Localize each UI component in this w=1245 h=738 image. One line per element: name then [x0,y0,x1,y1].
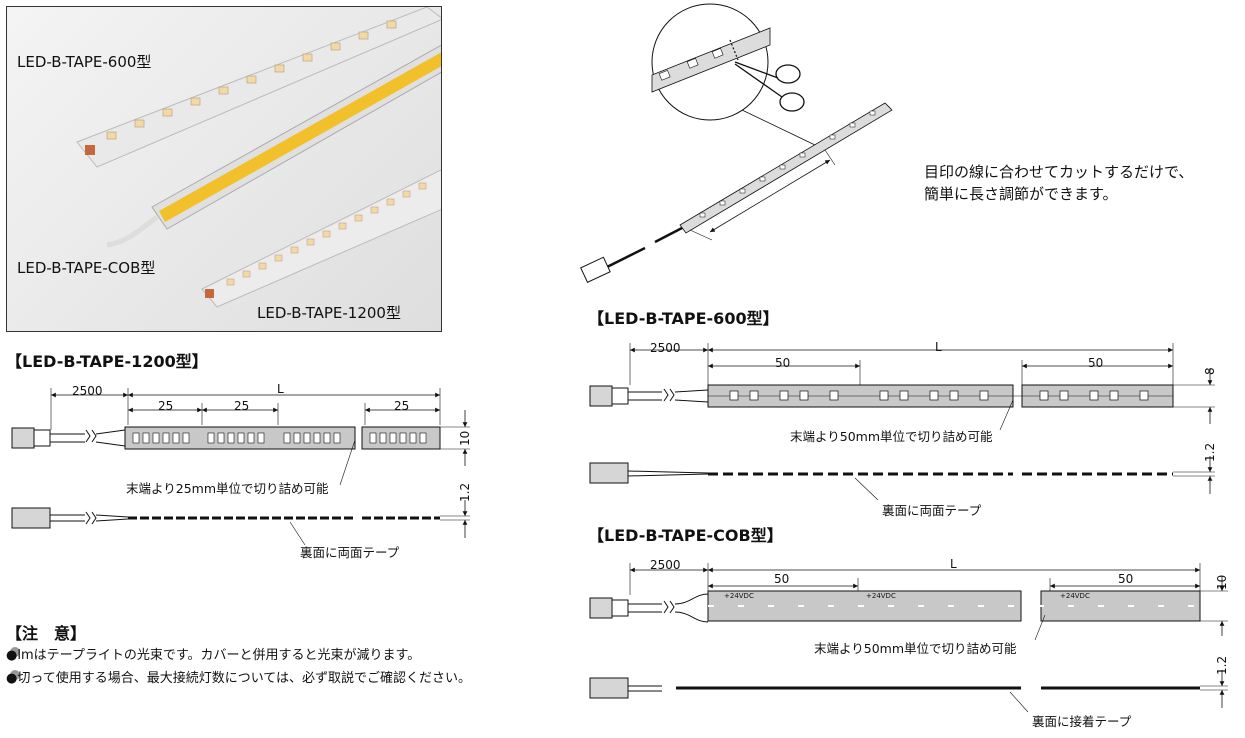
heading-1200: 【LED-B-TAPE-1200型】 [6,352,208,371]
note-1200-back: 裏面に両面テープ [300,545,400,560]
caution-item-1: ●lmはテープライトの光束です。カバーと併用すると光束が減ります。 [6,648,421,663]
strip-1200-photo [201,169,441,308]
dim-cob-thickness: 1.2 [1215,655,1229,675]
zoom-leader [741,109,816,146]
note-600-back: 裏面に両面テープ [882,503,982,518]
zoom-strip [651,27,771,93]
dim-1200-width: 10 [458,430,472,446]
caution-item-2: ●切って使用する場合、最大接続灯数については、必ず取説でご確認ください。 [6,671,472,686]
product-photo-panel: LED-B-TAPE-600型 LED-B-TAPE-COB型 LED-B-TA… [6,6,442,332]
strip-cob-cable [106,215,159,248]
dim-600-width: 8 [1203,367,1217,375]
strip-600-pad [85,145,95,155]
note-600-cut: 末端より50mm単位で切り詰め可能 [790,429,993,444]
cob-voltage-mark-3: +24VDC [1060,592,1090,600]
dim-600-seg-a: 50 [775,356,791,370]
cut-instruction-line1: 目印の線に合わせてカットするだけで、 [924,163,1194,181]
photo-label-cob: LED-B-TAPE-COB型 [17,259,156,277]
photo-label-600: LED-B-TAPE-600型 [17,53,152,71]
caution-bullet-2 [10,670,20,680]
drawing-600 [589,343,1215,501]
cut-connector [580,256,611,283]
strip-600-photo [76,7,441,168]
caution-bullet-1 [10,647,20,657]
photo-label-1200: LED-B-TAPE-1200型 [257,304,401,322]
dim-1200-length: L [277,382,284,396]
dim-cob-seg-b: 50 [1118,572,1134,586]
dim-cob-seg-a: 50 [774,572,790,586]
dim-1200-seg-a: 25 [158,399,174,413]
scissors-icon [734,61,805,112]
note-1200-cut: 末端より25mm単位で切り詰め可能 [126,481,329,496]
dim-600-thickness: 1.2 [1203,442,1217,462]
dim-600-seg-b: 50 [1088,356,1104,370]
drawing-1200 [11,388,470,546]
cob-voltage-mark-2: +24VDC [866,592,896,600]
dim-1200-cable: 2500 [72,384,103,398]
dim-600-cable: 2500 [650,341,681,355]
dim-1200-seg-b: 25 [234,399,250,413]
note-cob-cut: 末端より50mm単位で切り詰め可能 [814,641,1017,656]
strip-cob-glow [159,52,441,222]
dim-1200-seg-c: 25 [394,399,410,413]
strip-600-leds [106,20,397,140]
dim-cob-cable: 2500 [650,558,681,572]
dim-cob-length: L [950,557,957,571]
drawing-cob [589,563,1228,713]
cut-instruction-line2: 簡単に長さ調節ができます。 [924,185,1118,203]
heading-600: 【LED-B-TAPE-600型】 [588,309,779,328]
caution-heading: 【注 意】 [6,624,87,643]
heading-cob: 【LED-B-TAPE-COB型】 [588,526,783,545]
strip-1200-pad [205,289,214,298]
cut-strip [679,102,893,234]
cut-illustration [580,3,893,283]
dim-1200-thickness: 1.2 [458,482,472,502]
dim-600-length: L [935,340,942,354]
product-photo-illustration [76,7,441,308]
cob-voltage-mark-1: +24VDC [724,592,754,600]
note-cob-back: 裏面に接着テープ [1032,714,1132,729]
dim-cob-width: 10 [1215,574,1229,590]
strip-1200-leds [226,182,427,286]
